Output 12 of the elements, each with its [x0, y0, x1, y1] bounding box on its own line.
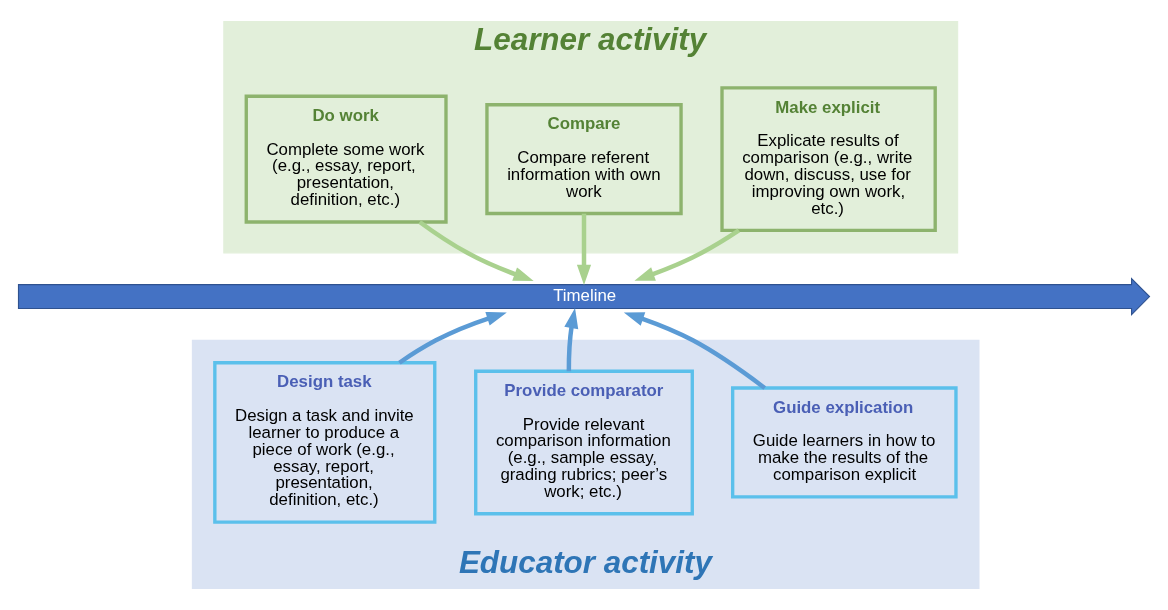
node-box: Make explicit Explicate results of comparison (e.g., write down, discuss, use for improving own work, etc.)	[720, 86, 937, 233]
node-box: Provide comparator Provide relevant comparison information (e.g., sample essay, grading rubrics; peer’s work; etc.)	[474, 369, 694, 516]
arrow	[418, 220, 534, 281]
arrow	[634, 228, 741, 281]
arrow	[398, 311, 507, 365]
arrow	[623, 312, 767, 390]
arrow	[564, 308, 579, 372]
node-box: Design task Design a task and invite learner to produce a piece of work (e.g., essay, report, presentation, definition, etc.)	[213, 361, 437, 524]
arrow	[576, 213, 592, 286]
node-box: Do work Complete some work (e.g., essay, report, presentation, definition, etc.)	[244, 94, 448, 224]
node-box: Compare Compare referent information with own work	[485, 103, 683, 216]
node-box: Guide explication Guide learners in how to make the results of the comparison explicit	[731, 386, 958, 499]
